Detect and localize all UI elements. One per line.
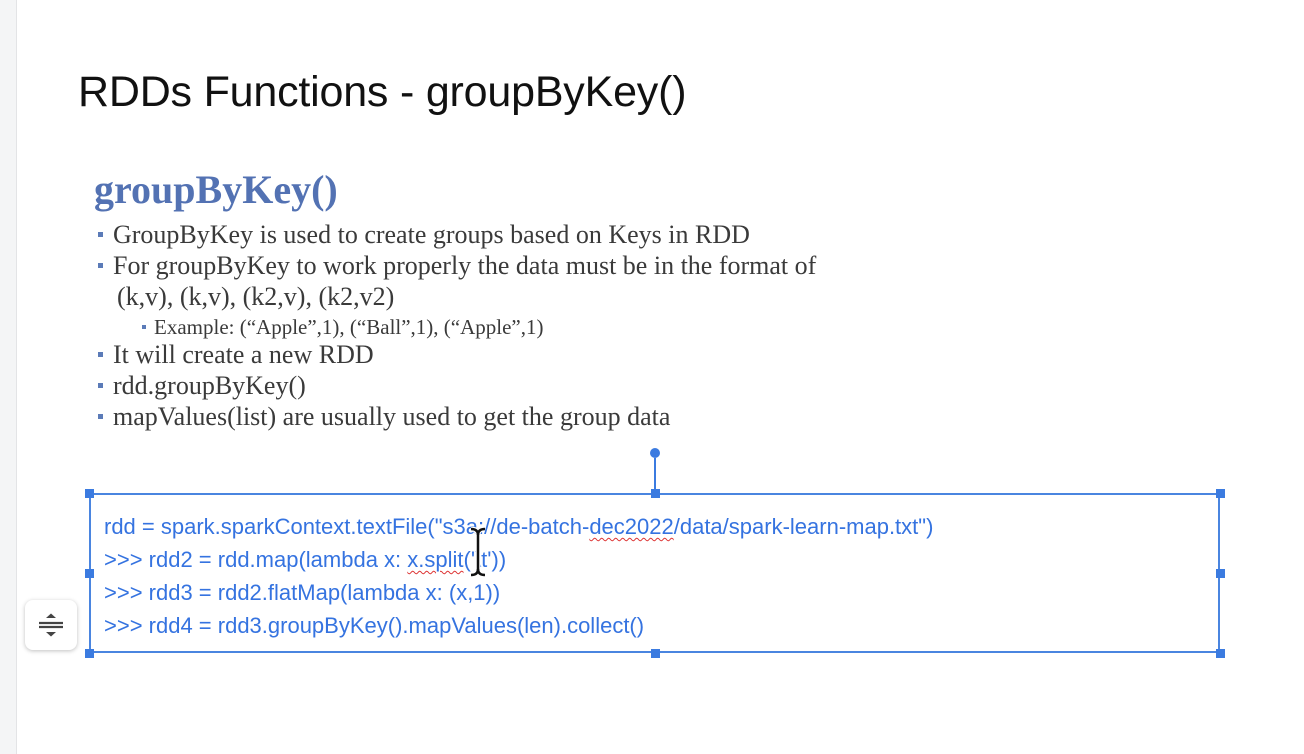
code-line[interactable]: >>> rdd2 = rdd.map(lambda x: x.split('\t… (104, 543, 933, 576)
spellcheck-word[interactable]: x.split (407, 547, 464, 572)
bullet-continuation: (k,v), (k,v), (k2,v), (k2,v2) (117, 282, 394, 312)
slide-title[interactable]: RDDs Functions - groupByKey() (78, 68, 687, 116)
code-line[interactable]: >>> rdd4 = rdd3.groupByKey().mapValues(l… (104, 609, 933, 642)
code-line[interactable]: rdd = spark.sparkContext.textFile("s3a:/… (104, 510, 933, 543)
bullet-item: For groupByKey to work properly the data… (98, 251, 816, 281)
code-text: >>> rdd4 = rdd3.groupByKey().mapValues(l… (104, 613, 645, 638)
resize-handle-bottom-right[interactable] (1216, 649, 1225, 658)
bullet-text: Example: (“Apple”,1), (“Ball”,1), (“Appl… (154, 315, 544, 339)
bullet-marker (98, 231, 103, 237)
bullet-text: (k,v), (k,v), (k2,v), (k2,v2) (117, 282, 395, 311)
code-text: ('\t')) (463, 547, 507, 572)
bullet-text: rdd.groupByKey() (113, 371, 306, 400)
code-line[interactable]: >>> rdd3 = rdd2.flatMap(lambda x: (x,1)) (104, 576, 933, 609)
bullet-marker (142, 325, 146, 330)
bullet-text: GroupByKey is used to create groups base… (113, 220, 750, 249)
spellcheck-word[interactable]: dec2022 (589, 514, 674, 539)
resize-handle-top-left[interactable] (85, 489, 94, 498)
rotate-handle[interactable] (650, 448, 660, 458)
bullet-text: It will create a new RDD (113, 340, 374, 369)
resize-handle-left[interactable] (85, 569, 94, 578)
bullet-item: rdd.groupByKey() (98, 371, 306, 401)
code-text: >>> rdd3 = rdd2.flatMap(lambda x: (x,1)) (104, 580, 501, 605)
bullet-marker (98, 351, 103, 357)
bullet-item: GroupByKey is used to create groups base… (98, 220, 750, 250)
resize-handle-top-right[interactable] (1216, 489, 1225, 498)
sub-bullet-item: Example: (“Apple”,1), (“Ball”,1), (“Appl… (142, 312, 544, 342)
resize-handle-bottom-left[interactable] (85, 649, 94, 658)
text-cursor-icon (470, 527, 486, 577)
code-block[interactable]: rdd = spark.sparkContext.textFile("s3a:/… (104, 510, 933, 642)
bullet-marker (98, 262, 103, 268)
bullet-item: mapValues(list) are usually used to get … (98, 402, 670, 432)
resize-handle-right[interactable] (1216, 569, 1225, 578)
rotation-line (654, 458, 656, 493)
bullet-marker (98, 413, 103, 419)
bullet-item: It will create a new RDD (98, 340, 374, 370)
expand-collapse-icon (39, 613, 63, 637)
code-text: rdd = spark.sparkContext.textFile("s3a:/… (104, 514, 590, 539)
resize-handle-top[interactable] (651, 489, 660, 498)
bullet-text: For groupByKey to work properly the data… (113, 251, 817, 280)
layout-toggle-button[interactable] (25, 600, 77, 650)
bullet-marker (98, 382, 103, 388)
code-text: >>> rdd2 = rdd.map(lambda x: (104, 547, 408, 572)
slide-canvas[interactable] (17, 0, 1304, 754)
left-gutter (0, 0, 17, 754)
resize-handle-bottom[interactable] (651, 649, 660, 658)
content-heading: groupByKey() (94, 167, 338, 212)
code-text: /data/spark-learn-map.txt") (673, 514, 934, 539)
bullet-text: mapValues(list) are usually used to get … (113, 402, 671, 431)
